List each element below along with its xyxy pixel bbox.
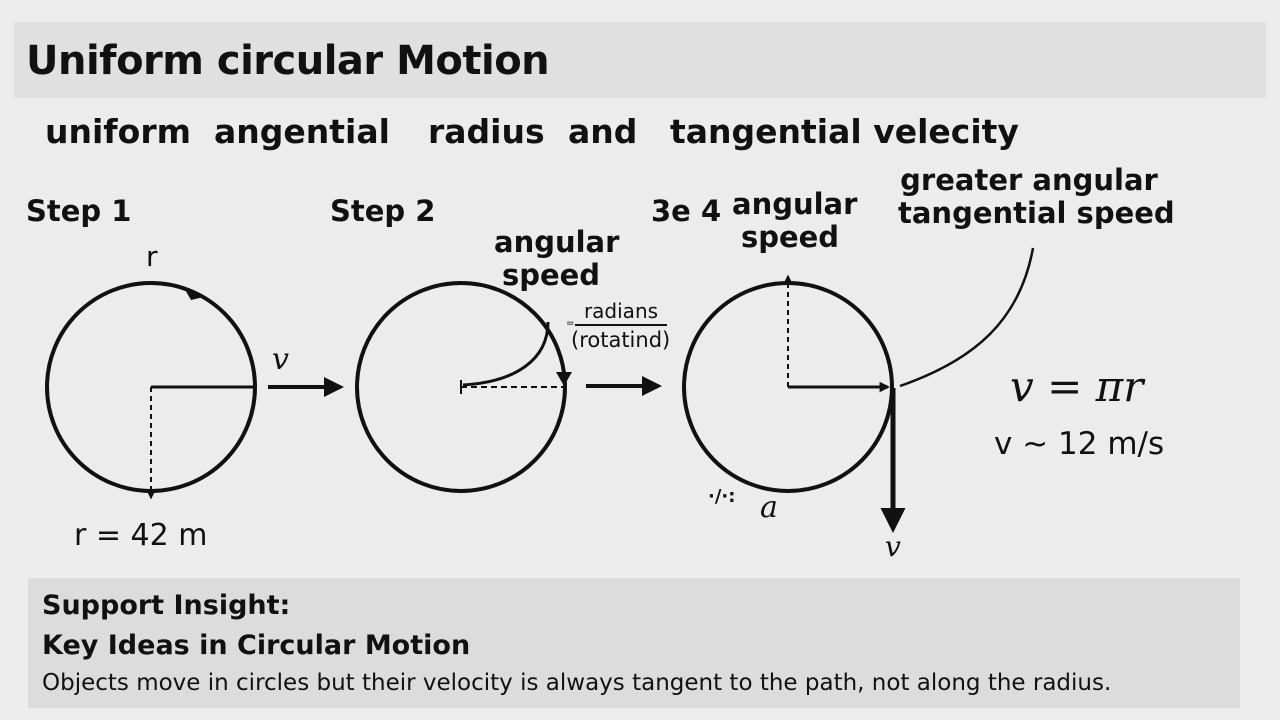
subtitle-word-angential: angential [214,112,390,151]
page-title: Uniform circular Motion [26,38,550,84]
step3-angular-line1: angular [732,187,858,221]
step2-label: Step 2 [330,194,436,228]
step3-accel-label: a [760,490,778,525]
step2-angular-line1: angular [494,225,620,259]
step3-circle-group [682,247,1035,533]
step1-rotation-arrow [184,288,204,300]
step1-radius-top-label: r [146,240,158,273]
step1-radius-value: r = 42 m [74,518,208,553]
subtitle-word-tangential-velocity: tangential velecity [670,112,1019,151]
step1-circle-group [45,281,257,500]
step2-fraction-top: radians [575,298,667,326]
step1-label: Step 1 [26,194,132,228]
step3-callout-line [899,247,1035,388]
title-bar [14,22,1266,98]
step3-callout-line2: tangential speed [898,196,1175,231]
arrow1-velocity-label: v [272,342,289,377]
step2-fraction-bottom: (rotatind) [571,328,671,352]
insight-heading1: Support Insight: [42,590,291,621]
step2-circle-group [355,281,572,493]
formula-approx: v ~ 12 m/s [994,426,1165,462]
subtitle-word-radius: radius [428,112,545,151]
formula-main: v = πr [1010,362,1144,411]
insight-heading2: Key Ideas in Circular Motion [42,630,471,661]
subtitle-word-uniform: uniform [45,112,191,151]
step2-angular-speed-label: angular speed [494,225,620,293]
step3-angular-speed-label: angular speed [732,187,858,255]
insight-body: Objects move in circles but their veloci… [42,670,1112,696]
step2-angle-arc [462,321,550,387]
step2-fraction-marker: = [566,318,575,329]
step3-callout-label: greater angular tangential speed [898,163,1175,231]
step3-scribble: ·/·: [708,486,736,507]
step3-callout-line1: greater angular [900,163,1158,197]
insight-panel: Support Insight: Key Ideas in Circular M… [28,578,1240,708]
step2-angle-arrowhead [556,372,572,386]
step3-velocity-label: v [885,530,901,563]
step3-angular-line2: speed [740,220,840,255]
step3-label: 3e 4 [651,194,722,228]
step2-angular-line2: speed [501,258,601,293]
subtitle-word-and: and [568,112,638,151]
